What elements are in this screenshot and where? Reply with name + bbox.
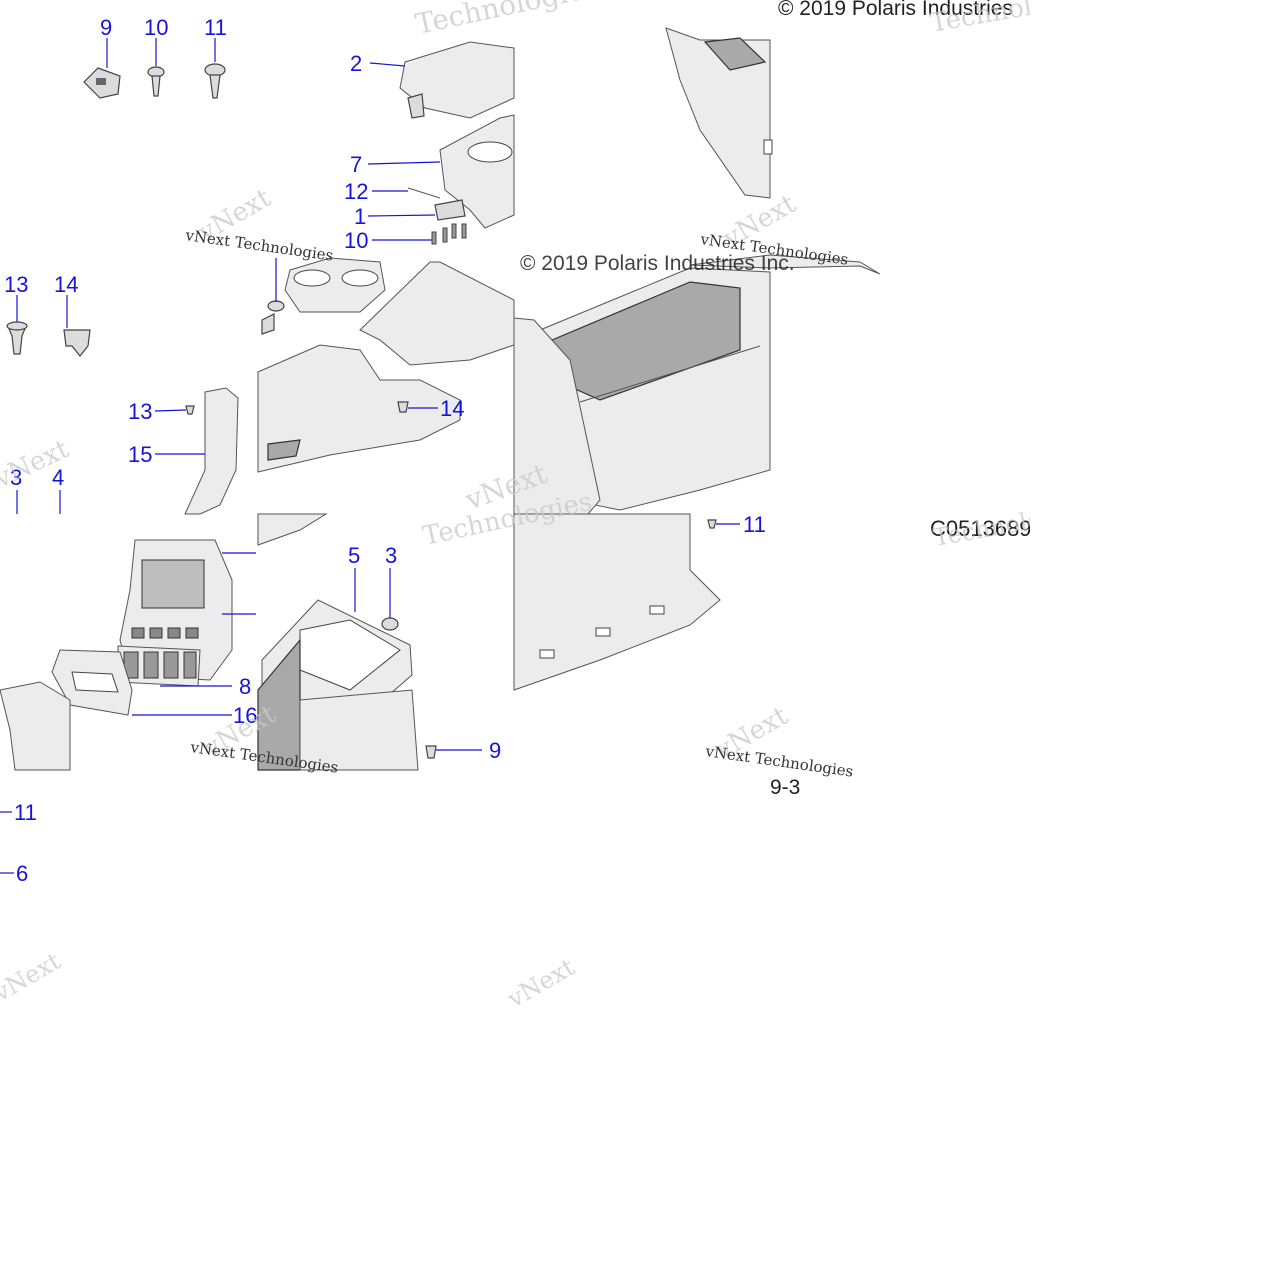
- callout-11-right: 11: [743, 512, 766, 537]
- clip-14: [63, 329, 91, 357]
- dash-bezel-group: [0, 539, 256, 771]
- cup-recess: [467, 141, 513, 163]
- panel-pocket: [703, 37, 767, 71]
- latch-bracket-1: [434, 199, 466, 221]
- callout-9-top: 9: [100, 15, 112, 40]
- callout-13-top: 13: [4, 272, 28, 297]
- watermark-caption: vNext Technologies: [183, 226, 334, 265]
- callout-14-mid: 14: [440, 396, 464, 421]
- screw-11-shank: [209, 74, 221, 99]
- callout-7: 7: [350, 152, 362, 177]
- trim-strip-15: [184, 387, 239, 515]
- callout-10-mid: 10: [344, 228, 368, 253]
- callout-5: 5: [348, 543, 360, 568]
- side-trim-panel: [665, 27, 771, 199]
- callout-6: 6: [16, 861, 28, 886]
- clip-group: [6, 295, 239, 515]
- callout-2: 2: [350, 51, 362, 76]
- center-console-base: [257, 344, 461, 473]
- lower-side-panel: [0, 681, 71, 771]
- screw-11-head: [204, 63, 226, 77]
- callout-10-top: 10: [144, 15, 168, 40]
- watermark-vnext: vNext: [0, 947, 66, 1008]
- copyright-mid: © 2019 Polaris Industries Inc.: [520, 252, 795, 275]
- console-lid: [399, 41, 515, 119]
- callout-11-top: 11: [204, 15, 227, 40]
- storage-box-group: [513, 254, 881, 515]
- callout-8: 8: [239, 674, 251, 699]
- watermark-caption: vNext Technologies: [703, 742, 854, 781]
- watermarks: Technologies Technologies vNext vNext vN…: [0, 0, 1103, 1014]
- watermark-technologies: Technologies: [413, 0, 601, 41]
- lid-latch: [407, 93, 425, 119]
- screw-10-shank: [151, 75, 161, 97]
- watermark-vnext: vNext: [502, 953, 579, 1014]
- callout-4: 4: [52, 465, 64, 490]
- rear-panel-group: [513, 513, 740, 691]
- console-frame-group: [257, 513, 482, 771]
- callout-3-mid: 3: [385, 543, 397, 568]
- callout-3-left: 3: [10, 465, 22, 490]
- callout-9-mid: 9: [489, 738, 501, 763]
- rear-panel-lower: [513, 513, 721, 691]
- side-panel-group: [665, 27, 773, 199]
- console-lid-group: [367, 41, 515, 245]
- part-code: C0513689: [930, 516, 1032, 541]
- callout-13-mid: 13: [128, 399, 152, 424]
- callout-14-top: 14: [54, 272, 78, 297]
- console-base-group: [257, 257, 515, 473]
- page-fragment: 9-3: [770, 776, 800, 799]
- callout-labels: 9 10 11 2 7 12 1 10 13 14 13 15 3 4 14 5…: [0, 15, 766, 886]
- callout-12: 12: [344, 179, 368, 204]
- hardware-group-top: [83, 38, 226, 99]
- callout-16: 16: [233, 703, 257, 728]
- callout-15: 15: [128, 442, 152, 467]
- clip-nut-slot: [96, 78, 106, 85]
- copyright-top: © 2019 Polaris Industries: [778, 0, 1013, 20]
- callout-11-bottom: 11: [14, 800, 37, 825]
- callout-1: 1: [354, 204, 366, 229]
